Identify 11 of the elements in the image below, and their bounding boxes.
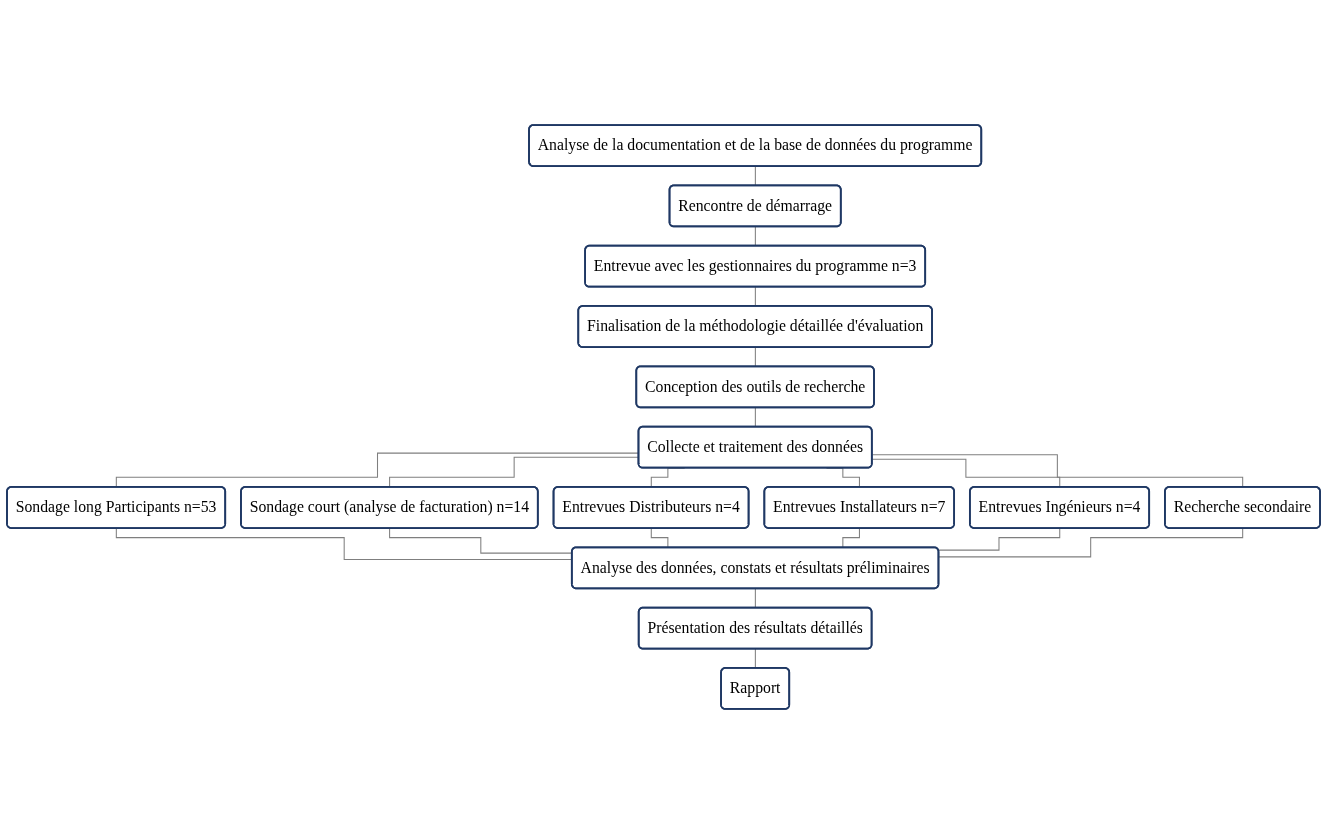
connector bbox=[754, 407, 757, 428]
connector bbox=[754, 648, 757, 669]
connector bbox=[754, 286, 757, 307]
connector bbox=[937, 527, 1061, 551]
connector bbox=[754, 346, 757, 368]
connector bbox=[938, 527, 1244, 558]
connector bbox=[754, 588, 757, 609]
connector bbox=[871, 458, 1061, 488]
connector bbox=[754, 226, 757, 247]
connector bbox=[871, 454, 1244, 488]
connector bbox=[754, 166, 757, 187]
